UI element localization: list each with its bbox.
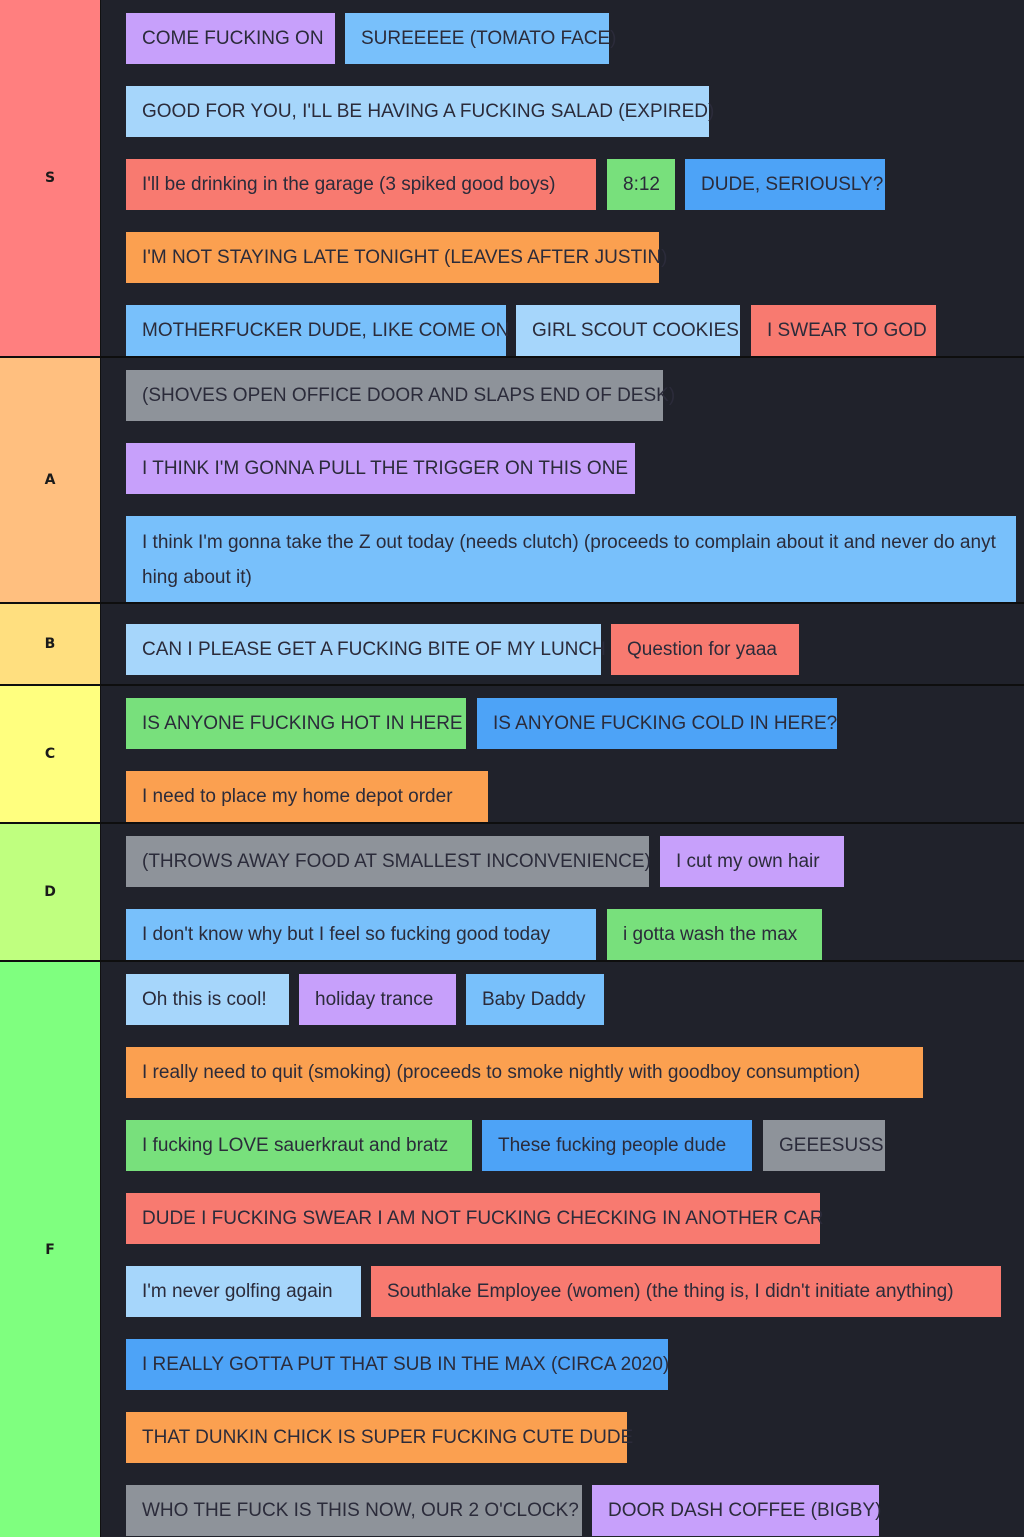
tier-item[interactable]: Baby Daddy [466,974,604,1025]
tier-item[interactable]: I SWEAR TO GOD [751,305,936,356]
tier-item[interactable]: DOOR DASH COFFEE (BIGBY) [592,1485,881,1536]
tier-divider [0,684,1024,686]
tier-items-s: COME FUCKING ON SUREEEEE (TOMATO FACE) G… [101,0,1024,356]
tier-item[interactable]: CAN I PLEASE GET A FUCKING BITE OF MY LU… [126,624,606,675]
tier-divider [0,822,1024,824]
tier-item[interactable]: GOOD FOR YOU, I'LL BE HAVING A FUCKING S… [126,86,714,137]
tier-item[interactable]: I'M NOT STAYING LATE TONIGHT (LEAVES AFT… [126,232,668,283]
tier-item[interactable]: SUREEEEE (TOMATO FACE) [345,13,617,64]
tier-row-s: S COME FUCKING ON SUREEEEE (TOMATO FACE)… [0,0,1024,356]
tier-item[interactable]: I cut my own hair [660,836,844,887]
tier-item[interactable]: GIRL SCOUT COOKIES [516,305,740,356]
tier-label-d[interactable]: D [0,824,101,960]
tier-item[interactable]: I'm never golfing again [126,1266,361,1317]
tier-item[interactable]: I'll be drinking in the garage (3 spiked… [126,159,596,210]
tier-item[interactable]: GEEESUSS [763,1120,885,1171]
tier-item[interactable]: I THINK I'M GONNA PULL THE TRIGGER ON TH… [126,443,635,494]
tier-items-f: Oh this is cool! holiday trance Baby Dad… [101,962,1024,1537]
tier-item[interactable]: Question for yaaa [611,624,799,675]
tier-divider [0,602,1024,604]
tier-item[interactable]: I think I'm gonna take the Z out today (… [126,516,1016,602]
tier-item[interactable]: WHO THE FUCK IS THIS NOW, OUR 2 O'CLOCK? [126,1485,582,1536]
tier-item[interactable]: I REALLY GOTTA PUT THAT SUB IN THE MAX (… [126,1339,669,1390]
tier-divider [0,960,1024,962]
tier-item[interactable]: IS ANYONE FUCKING HOT IN HERE [126,698,466,749]
tier-row-f: F Oh this is cool! holiday trance Baby D… [0,962,1024,1537]
tier-items-a: (SHOVES OPEN OFFICE DOOR AND SLAPS END O… [101,358,1024,602]
tier-item[interactable]: THAT DUNKIN CHICK IS SUPER FUCKING CUTE … [126,1412,633,1463]
tier-item[interactable]: COME FUCKING ON [126,13,335,64]
tier-items-c: IS ANYONE FUCKING HOT IN HERE IS ANYONE … [101,686,1024,822]
tier-item[interactable]: MOTHERFUCKER DUDE, LIKE COME ON [126,305,509,356]
tier-item[interactable]: 8:12 [607,159,675,210]
tier-item[interactable]: These fucking people dude [482,1120,752,1171]
tier-item[interactable]: I don't know why but I feel so fucking g… [126,909,596,960]
tier-item[interactable]: I really need to quit (smoking) (proceed… [126,1047,923,1098]
tier-item[interactable]: holiday trance [299,974,456,1025]
tier-row-d: D (THROWS AWAY FOOD AT SMALLEST INCONVEN… [0,824,1024,960]
tier-item[interactable]: Oh this is cool! [126,974,289,1025]
tier-item[interactable]: DUDE, SERIOUSLY? [685,159,885,210]
tier-label-b[interactable]: B [0,604,101,684]
tier-item[interactable]: i gotta wash the max [607,909,822,960]
tier-item[interactable]: I fucking LOVE sauerkraut and bratz [126,1120,472,1171]
tier-row-a: A (SHOVES OPEN OFFICE DOOR AND SLAPS END… [0,358,1024,602]
tier-row-b: B CAN I PLEASE GET A FUCKING BITE OF MY … [0,604,1024,684]
tier-items-b: CAN I PLEASE GET A FUCKING BITE OF MY LU… [101,604,1024,684]
tier-label-a[interactable]: A [0,358,101,602]
tier-label-c[interactable]: C [0,686,101,822]
tier-item[interactable]: DUDE I FUCKING SWEAR I AM NOT FUCKING CH… [126,1193,824,1244]
tier-item[interactable]: I need to place my home depot order [126,771,488,822]
tier-item[interactable]: (SHOVES OPEN OFFICE DOOR AND SLAPS END O… [126,370,675,421]
tier-row-c: C IS ANYONE FUCKING HOT IN HERE IS ANYON… [0,686,1024,822]
tier-item[interactable]: IS ANYONE FUCKING COLD IN HERE? [477,698,837,749]
tier-items-d: (THROWS AWAY FOOD AT SMALLEST INCONVENIE… [101,824,1024,960]
tier-label-s[interactable]: S [0,0,101,356]
tier-label-f[interactable]: F [0,962,101,1537]
tier-item[interactable]: Southlake Employee (women) (the thing is… [371,1266,1001,1317]
tier-item[interactable]: (THROWS AWAY FOOD AT SMALLEST INCONVENIE… [126,836,651,887]
tier-divider [0,356,1024,358]
